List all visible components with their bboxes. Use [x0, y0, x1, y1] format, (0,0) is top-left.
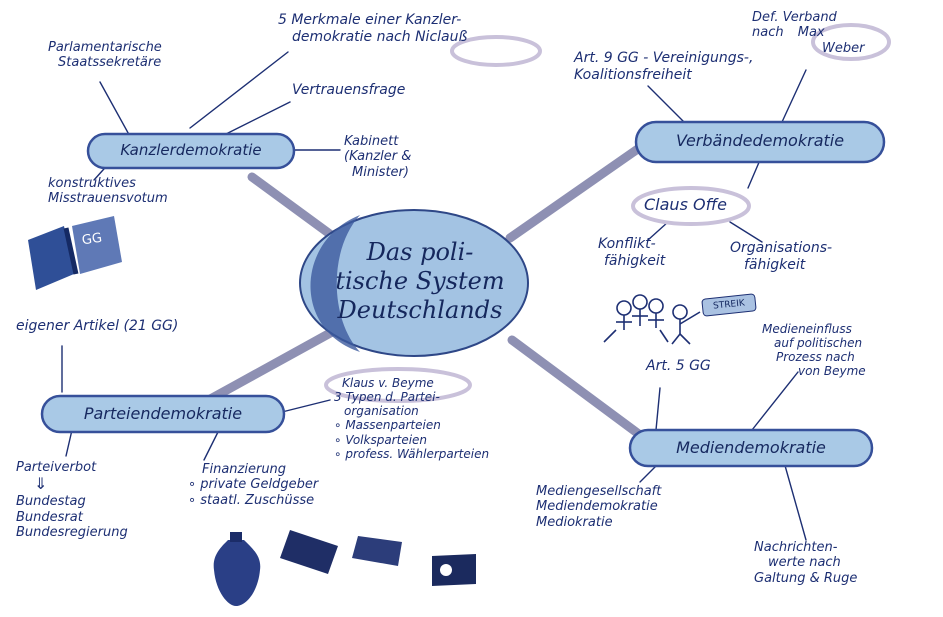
center-line-1: Das poli-	[366, 238, 474, 266]
spoke-medien	[507, 335, 645, 440]
arrow-down-icon: ⇓	[34, 474, 48, 494]
highlight-beyme	[324, 367, 472, 403]
note-medieneinfluss: Medieneinfluss auf politischen Prozess n…	[762, 322, 866, 379]
center-bubble	[299, 209, 529, 357]
highlight-offe	[631, 186, 751, 226]
connectors	[61, 51, 807, 541]
note-finanzierung: Finanzierung ∘ private Geldgeber ∘ staat…	[188, 462, 319, 508]
pill-medien	[628, 428, 874, 468]
note-konstruktives-misstrauensvotum: konstruktives Misstrauensvotum	[48, 176, 168, 207]
name-beyme: Klaus v. Beyme	[342, 376, 434, 390]
branch-title-verbaende: Verbändedemokratie	[675, 131, 845, 150]
note-def-verband: Def. Verband nach Max Weber	[752, 10, 865, 56]
note-organisationsfaehigkeit: Organisations- fähigkeit	[730, 240, 833, 273]
branch-title-parteien: Parteiendemokratie	[83, 404, 243, 423]
note-konfliktfaehigkeit: Konflikt- fähigkeit	[598, 236, 666, 269]
name-max: Max	[797, 25, 825, 41]
branch-title-medien: Mediendemokratie	[676, 438, 826, 457]
portrait-icon	[213, 532, 261, 606]
note-medienbegriffe: Mediengesellschaft Mediendemokratie Medi…	[536, 484, 662, 530]
gg-book-icon	[28, 216, 122, 290]
pill-parteien	[40, 394, 286, 434]
note-parteiverbot: Parteiverbot ⇓ Bundestag Bundesrat Bunde…	[16, 460, 128, 540]
note-vertrauensfrage: Vertrauensfrage	[292, 82, 406, 98]
note-merkmale: 5 Merkmale einer Kanzler- demokratie nac…	[278, 12, 468, 45]
spoke-parteien	[200, 327, 337, 407]
note-parteiorganisation: Klaus v. Beyme 3 Typen d. Partei- organi…	[334, 376, 490, 461]
note-claus-offe: Claus Offe	[644, 195, 727, 214]
spokes	[200, 141, 647, 440]
gg-book-label: GG	[81, 230, 104, 249]
spoke-kanzler	[247, 172, 343, 245]
name-highlights	[324, 23, 891, 403]
note-art5: Art. 5 GG	[646, 358, 711, 374]
note-nachrichtenwerte: Nachrichten- werte nach Galtung & Ruge	[754, 540, 858, 586]
strike-sign-text: STREIK	[712, 298, 746, 312]
center-title: Das poli- tische System Deutschlands	[320, 238, 520, 324]
note-eigener-artikel: eigener Artikel (21 GG)	[16, 318, 179, 334]
crowd-icon	[603, 294, 701, 345]
pill-verbaende	[634, 120, 886, 164]
branch-pills	[40, 120, 886, 468]
center-line-2: tische System	[335, 266, 505, 295]
branch-title-kanzler: Kanzlerdemokratie	[120, 141, 262, 159]
name-weber: Weber	[822, 40, 865, 56]
note-art9: Art. 9 GG - Vereinigungs-, Koalitionsfre…	[574, 50, 754, 83]
spoke-verbaende	[505, 141, 647, 243]
note-kabinett: Kabinett (Kanzler & Minister)	[344, 134, 412, 180]
pill-kanzler	[86, 132, 296, 170]
banknote-icons	[280, 530, 476, 586]
note-parl-staatssekretaere: Parlamentarische Staatssekretäre	[48, 40, 162, 71]
center-line-3: Deutschlands	[337, 295, 503, 324]
highlight-niclauss	[450, 35, 542, 67]
highlight-max-weber	[811, 23, 891, 61]
name-niclauss: Niclauß	[415, 28, 468, 45]
